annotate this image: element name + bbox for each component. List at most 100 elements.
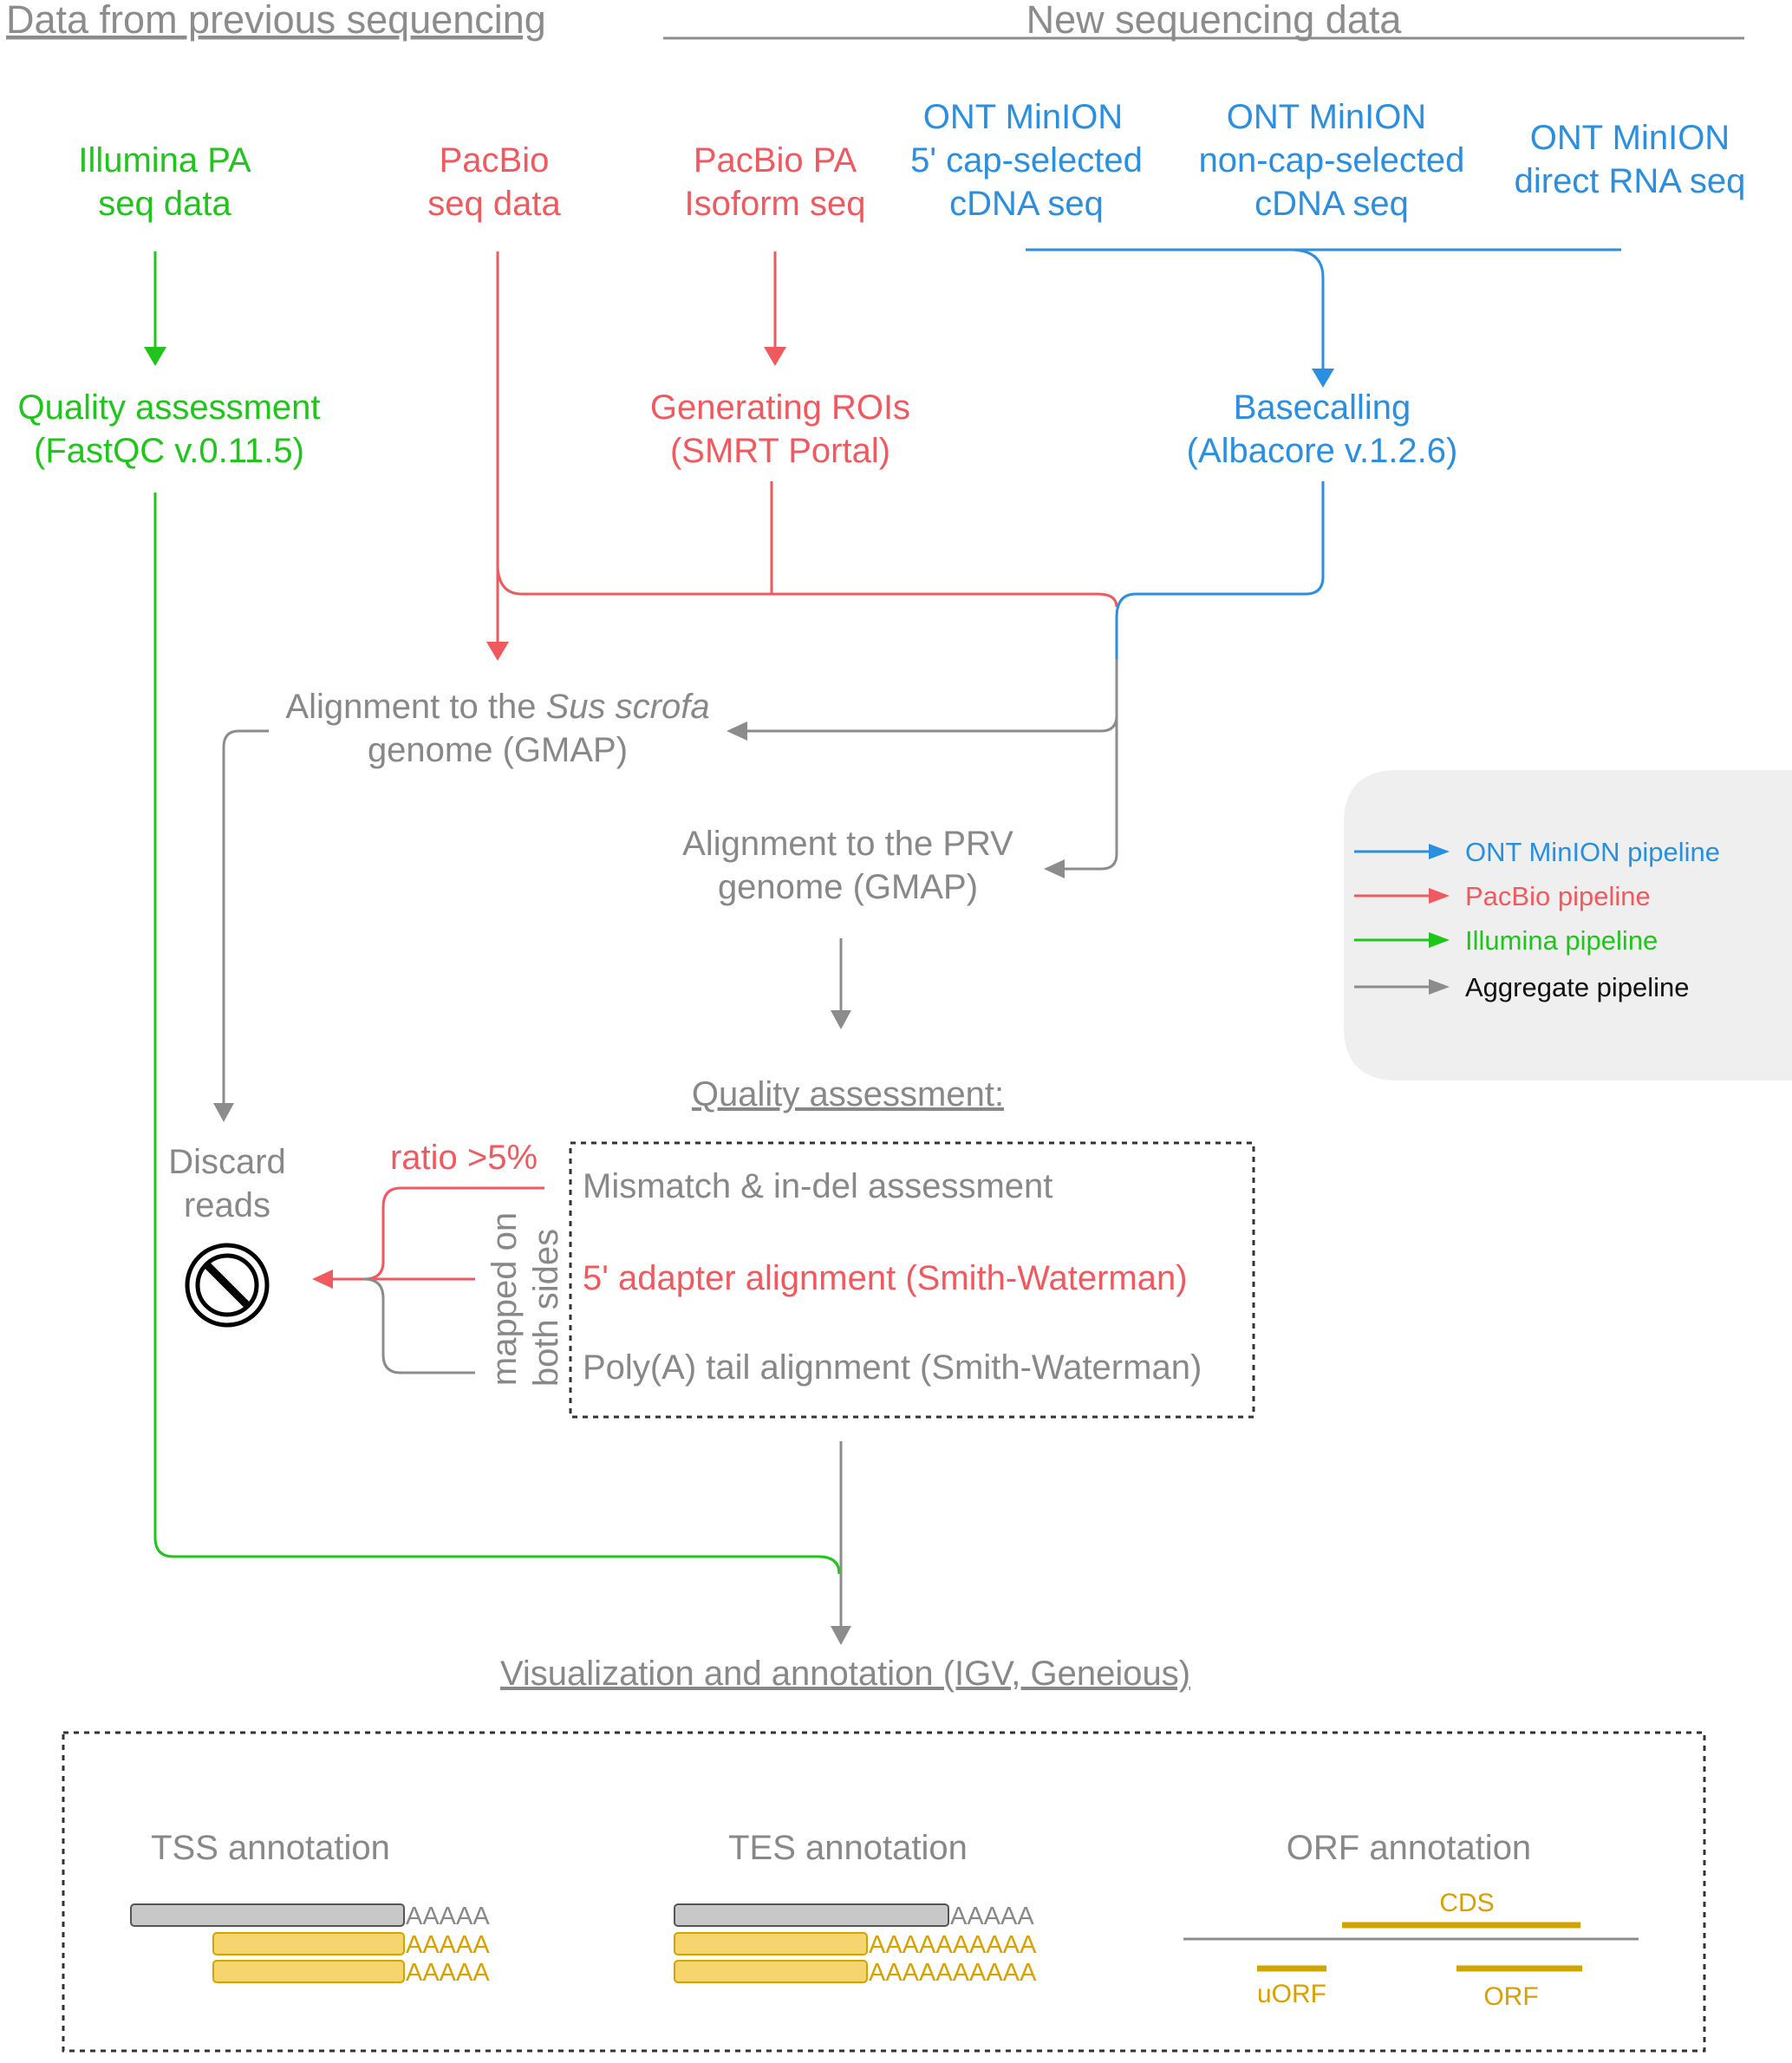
tss-tail-3: AAAAA bbox=[406, 1959, 490, 1987]
orf-title: ORF annotation bbox=[1287, 1829, 1531, 1867]
qa-mismatch: Mismatch & in-del assessment bbox=[583, 1167, 1052, 1205]
pacbio-path bbox=[496, 251, 1118, 642]
orf-uorf-label: uORF bbox=[1257, 1980, 1326, 2008]
pacbio-arrowhead-rois bbox=[764, 347, 786, 366]
source-ont-noncap-line2: non-cap-selected bbox=[1199, 141, 1465, 180]
visualization-title: Visualization and annotation (IGV, Genei… bbox=[500, 1655, 1190, 1693]
aggregate-arrowhead-discard bbox=[213, 1103, 234, 1122]
legend-panel bbox=[1344, 770, 1792, 1080]
discard-reads: Discard reads bbox=[168, 1143, 286, 1224]
step-basecalling-line2: (Albacore v.1.2.6) bbox=[1187, 432, 1458, 470]
discard-reads-line2: reads bbox=[184, 1186, 270, 1224]
qa-title: Quality assessment: bbox=[692, 1075, 1004, 1113]
qa-polya: Poly(A) tail alignment (Smith-Waterman) bbox=[583, 1348, 1202, 1387]
legend-label: PacBio pipeline bbox=[1465, 881, 1651, 911]
legend-item: Aggregate pipeline bbox=[1354, 972, 1690, 1002]
tes-read-1 bbox=[674, 1932, 868, 1955]
source-illumina: Illumina PA seq data bbox=[78, 141, 251, 223]
source-ont-cap-line2: 5' cap-selected bbox=[910, 141, 1143, 180]
mapped-label-line2: both sides bbox=[527, 1229, 565, 1387]
source-ont-rna-line2: direct RNA seq bbox=[1515, 162, 1746, 200]
source-pacbio-isoform-line2: Isoform seq bbox=[685, 185, 866, 223]
mapped-label-line1: mapped on bbox=[485, 1212, 524, 1386]
legend-arrowhead bbox=[1429, 844, 1450, 859]
source-ont-cap: ONT MinION 5' cap-selected cDNA seq bbox=[910, 98, 1143, 223]
prohibited-icon bbox=[185, 1243, 270, 1328]
orf-cds-label: CDS bbox=[1439, 1889, 1494, 1917]
legend-arrowhead bbox=[1429, 979, 1450, 995]
step-align-sus-line1: Alignment to the Sus scrofa bbox=[285, 688, 709, 726]
source-pacbio-isoform-line1: PacBio PA bbox=[694, 141, 857, 180]
source-ont-noncap: ONT MinION non-cap-selected cDNA seq bbox=[1199, 98, 1465, 223]
tss-tail-2: AAAAA bbox=[406, 1931, 490, 1959]
aggregate-arrowhead-sus bbox=[727, 721, 747, 741]
discard-reads-line1: Discard bbox=[168, 1143, 286, 1181]
tss-reference-read bbox=[130, 1903, 405, 1927]
source-illumina-line1: Illumina PA bbox=[78, 141, 251, 180]
source-ont-cap-line3: cDNA seq bbox=[949, 185, 1104, 223]
source-illumina-line2: seq data bbox=[98, 185, 231, 223]
step-qa-illumina-line1: Quality assessment bbox=[17, 388, 320, 427]
tss-read-1 bbox=[212, 1932, 405, 1955]
ratio-label: ratio >5% bbox=[390, 1139, 538, 1177]
step-basecalling: Basecalling (Albacore v.1.2.6) bbox=[1187, 388, 1458, 470]
aggregate-arrowhead-prv bbox=[1044, 859, 1065, 878]
source-ont-noncap-line1: ONT MinION bbox=[1227, 98, 1426, 136]
step-align-prv: Alignment to the PRV genome (GMAP) bbox=[682, 825, 1013, 906]
ont-arrowhead-basecalling bbox=[1312, 369, 1334, 388]
orf-orf-label: ORF bbox=[1483, 1982, 1538, 2011]
step-basecalling-line1: Basecalling bbox=[1234, 388, 1411, 427]
step-rois: Generating ROIs (SMRT Portal) bbox=[650, 388, 910, 470]
step-align-sus-line2: genome (GMAP) bbox=[368, 731, 628, 769]
source-ont-noncap-line3: cDNA seq bbox=[1254, 185, 1409, 223]
step-rois-line2: (SMRT Portal) bbox=[670, 432, 890, 470]
header-previous: Data from previous sequencing bbox=[6, 0, 546, 42]
legend-item: ONT MinION pipeline bbox=[1354, 837, 1720, 867]
tss-annotation: TSS annotation AAAAA AAAAA AAAAA bbox=[130, 1829, 490, 1987]
source-pacbio-isoform: PacBio PA Isoform seq bbox=[685, 141, 866, 223]
tss-tail-1: AAAAA bbox=[406, 1903, 490, 1930]
pacbio-arrowhead-align bbox=[486, 642, 509, 661]
step-qa-illumina: Quality assessment (FastQC v.0.11.5) bbox=[17, 388, 320, 470]
tes-tail-1: AAAAA bbox=[950, 1903, 1034, 1930]
ont-path bbox=[1026, 248, 1621, 659]
source-pacbio: PacBio seq data bbox=[427, 141, 561, 223]
source-ont-rna: ONT MinION direct RNA seq bbox=[1515, 119, 1746, 200]
tes-tail-2: AAAAAAAAAA bbox=[869, 1931, 1037, 1959]
step-align-sus-species: Sus scrofa bbox=[546, 688, 710, 726]
legend-item: Illumina pipeline bbox=[1354, 925, 1658, 956]
source-ont-cap-line1: ONT MinION bbox=[923, 98, 1123, 136]
discard-arrowhead bbox=[312, 1270, 333, 1289]
source-ont-rna-line1: ONT MinION bbox=[1530, 119, 1730, 157]
tes-tail-3: AAAAAAAAAA bbox=[869, 1959, 1037, 1987]
step-qa-illumina-line2: (FastQC v.0.11.5) bbox=[34, 432, 304, 470]
step-rois-line1: Generating ROIs bbox=[650, 388, 910, 427]
orf-annotation: ORF annotation CDS uORF ORF bbox=[1183, 1829, 1639, 2011]
header-new: New sequencing data bbox=[1026, 0, 1403, 42]
illumina-arrowhead bbox=[144, 347, 166, 366]
annotation-box bbox=[62, 1731, 1706, 2053]
tss-read-2 bbox=[212, 1960, 405, 1983]
tes-read-2 bbox=[674, 1960, 868, 1983]
step-align-prv-line2: genome (GMAP) bbox=[718, 868, 978, 906]
legend-label: Aggregate pipeline bbox=[1465, 972, 1690, 1002]
legend-label: Illumina pipeline bbox=[1465, 925, 1658, 956]
aggregate-arrowhead-qa bbox=[831, 1010, 851, 1029]
mapped-label: mapped on both sides bbox=[485, 1212, 565, 1387]
tss-title: TSS annotation bbox=[151, 1829, 390, 1867]
aggregate-arrowhead-visualization bbox=[831, 1626, 851, 1645]
step-align-sus: Alignment to the Sus scrofa genome (GMAP… bbox=[285, 688, 709, 769]
legend-item: PacBio pipeline bbox=[1354, 881, 1651, 911]
legend-label: ONT MinION pipeline bbox=[1465, 837, 1720, 867]
step-align-prv-line1: Alignment to the PRV bbox=[682, 825, 1013, 863]
legend-arrowhead bbox=[1429, 888, 1450, 904]
illumina-path bbox=[153, 251, 841, 1575]
tes-annotation: TES annotation AAAAA AAAAAAAAAA AAAAAAAA… bbox=[674, 1829, 1037, 1987]
qa-adapter: 5' adapter alignment (Smith-Waterman) bbox=[583, 1259, 1188, 1297]
discard-branches bbox=[323, 1186, 544, 1374]
tes-title: TES annotation bbox=[728, 1829, 968, 1867]
tes-reference-read bbox=[674, 1903, 949, 1927]
